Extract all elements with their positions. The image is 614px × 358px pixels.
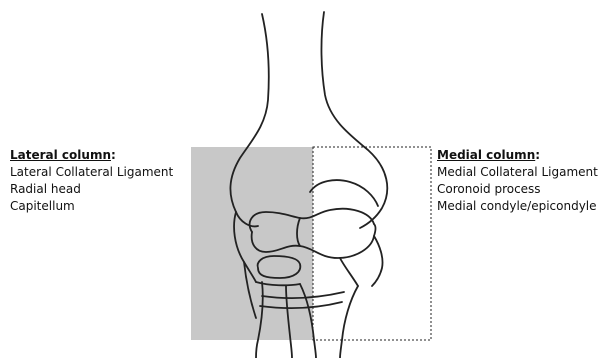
medial-item-1: Medial Collateral Ligament — [437, 164, 598, 181]
medial-column-heading: Medial column: — [437, 147, 598, 164]
medial-item-3: Medial condyle/epicondyle — [437, 198, 598, 215]
lateral-item-3: Capitellum — [10, 198, 173, 215]
lateral-column-heading: Lateral column: — [10, 147, 173, 164]
lateral-column-label: Lateral column: Lateral Collateral Ligam… — [10, 147, 173, 215]
medial-item-2: Coronoid process — [437, 181, 598, 198]
medial-column-region — [313, 147, 431, 340]
medial-column-label: Medial column: Medial Collateral Ligamen… — [437, 147, 598, 215]
lateral-item-1: Lateral Collateral Ligament — [10, 164, 173, 181]
lateral-item-2: Radial head — [10, 181, 173, 198]
